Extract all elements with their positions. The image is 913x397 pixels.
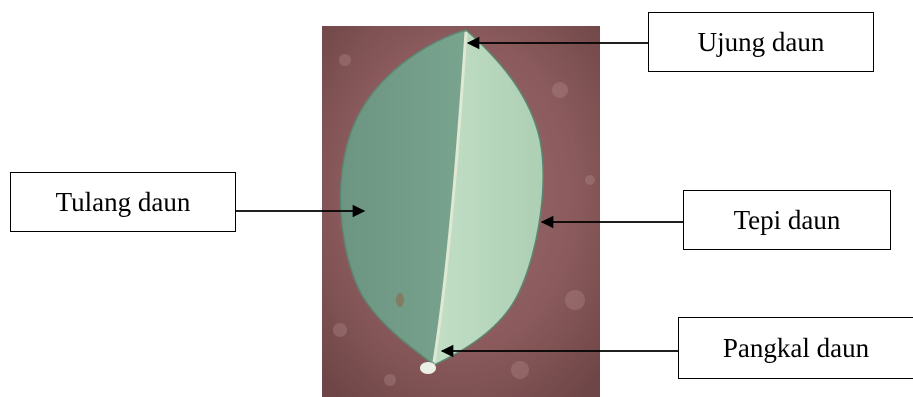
leaf-petiole xyxy=(420,362,436,374)
label-pangkal-daun: Pangkal daun xyxy=(678,317,913,379)
label-ujung-daun: Ujung daun xyxy=(648,12,874,72)
leaf-spot xyxy=(396,293,404,307)
label-tulang-daun: Tulang daun xyxy=(10,172,236,232)
label-tepi-daun: Tepi daun xyxy=(683,190,891,250)
leaf-photo xyxy=(322,20,600,397)
